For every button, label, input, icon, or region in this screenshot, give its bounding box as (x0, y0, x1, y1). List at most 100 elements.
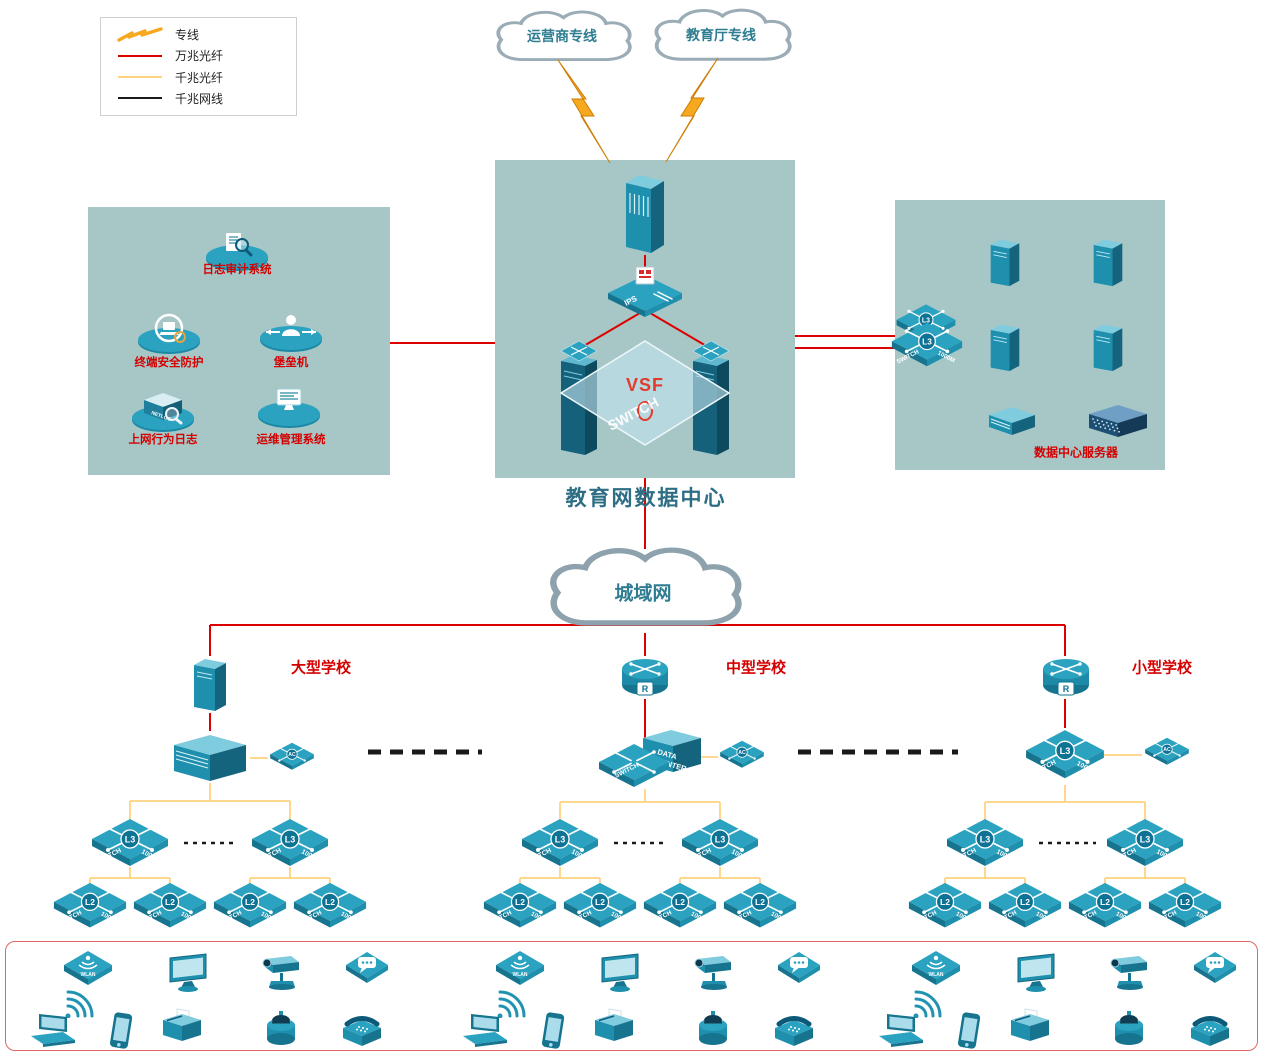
svg-text:L3: L3 (1140, 834, 1151, 844)
svg-text:L3: L3 (922, 336, 932, 346)
wireless-ap: WLAN (62, 948, 114, 986)
printer (589, 1007, 639, 1047)
svg-text:R: R (642, 684, 649, 694)
svg-text:L2: L2 (940, 897, 950, 907)
svg-text:L2: L2 (515, 897, 525, 907)
log-audit-label: 日志审计系统 (202, 264, 272, 276)
10g-fiber-line-icon (105, 54, 175, 57)
svg-text:VSF: VSF (626, 375, 664, 395)
printer (1005, 1007, 1055, 1047)
svg-text:WLAN: WLAN (81, 972, 96, 978)
svg-text:L2: L2 (165, 897, 175, 907)
svg-text:L2: L2 (325, 897, 335, 907)
svg-text:L3: L3 (980, 834, 991, 844)
wireless-ap: WLAN (494, 948, 546, 986)
router: R (1041, 655, 1091, 699)
svg-text:L2: L2 (1100, 897, 1110, 907)
ips-appliance: IPS (606, 265, 684, 317)
desktop-monitor (1013, 951, 1059, 993)
ac-controller: AC (1144, 736, 1190, 769)
svg-text:R: R (1063, 684, 1070, 694)
svg-text:L3: L3 (555, 834, 566, 844)
svg-text:AC: AC (288, 752, 296, 758)
svg-text:L2: L2 (675, 897, 685, 907)
desktop-monitor (597, 951, 643, 993)
server-tower (1091, 321, 1125, 373)
svg-text:L3: L3 (125, 834, 136, 844)
svg-text:AC: AC (1163, 747, 1171, 753)
smartphone (538, 1010, 568, 1052)
terminal-security-label: 终端安全防护 (134, 357, 204, 369)
svg-text:WLAN: WLAN (513, 972, 528, 978)
im-terminal (776, 950, 822, 984)
legend-label: 千兆网线 (175, 91, 224, 106)
cloud-shape (654, 8, 792, 61)
server-tower (988, 321, 1022, 373)
legend: 专线 万兆光纤 千兆光纤 千兆网线 (100, 17, 297, 116)
legend-label: 万兆光纤 (175, 49, 224, 64)
ac-controller: AC (269, 741, 315, 774)
dedicated-line-icon (105, 26, 175, 43)
svg-text:L3: L3 (285, 834, 296, 844)
bastion-host-label: 堡垒机 (273, 357, 309, 369)
smartphone (954, 1010, 984, 1052)
laptop (459, 1012, 509, 1048)
large-school-label: 大型学校 (290, 659, 352, 677)
telephone (769, 1012, 819, 1050)
netlog-icon: NETLOG (130, 388, 196, 434)
metropolitan-network-cloud: 城域网 (536, 541, 750, 639)
svg-text:AC: AC (738, 750, 746, 756)
ptz-camera (1105, 951, 1153, 991)
ptz-camera (257, 951, 305, 991)
legend-row-10g: 万兆光纤 (105, 45, 292, 66)
desktop-monitor (165, 951, 211, 993)
server-tower (191, 655, 229, 713)
man-cloud-label: 城域网 (614, 583, 672, 605)
1g-copper-line-icon (105, 97, 175, 100)
dome-camera (260, 1011, 302, 1047)
svg-text:L2: L2 (1180, 897, 1190, 907)
wifi-signal-icon (62, 984, 102, 1018)
svg-text:L2: L2 (1020, 897, 1030, 907)
wifi-signal-icon (494, 984, 534, 1018)
log-audit-icon (204, 227, 270, 273)
cloud-shape (496, 10, 632, 61)
ops-mgmt-icon (256, 384, 322, 430)
firewall-appliance (622, 169, 668, 257)
printer (157, 1007, 207, 1047)
svg-text:L2: L2 (595, 897, 605, 907)
bastion-host-icon (258, 308, 324, 354)
svg-text:WLAN: WLAN (929, 972, 944, 978)
medium-school-label: 中型学校 (725, 659, 787, 677)
rack-server (985, 403, 1039, 437)
small-school-label: 小型学校 (1131, 659, 1193, 677)
education-line-cloud: 教育厅专线 (644, 4, 798, 70)
server-panel-label: 数据中心服务器 (1033, 445, 1119, 460)
smartphone (106, 1010, 136, 1052)
im-terminal (1192, 950, 1238, 984)
lightning-bolt-icon (557, 59, 611, 164)
ops-mgmt-label: 运维管理系统 (256, 434, 326, 446)
router: R (620, 655, 670, 699)
server-tower (988, 236, 1022, 288)
telephone (1185, 1012, 1235, 1050)
wifi-signal-icon (910, 984, 950, 1018)
education-cloud-label: 教育厅专线 (686, 27, 756, 44)
im-terminal (344, 950, 390, 984)
svg-text:L2: L2 (245, 897, 255, 907)
core-switch-datacenter: DATA CENTER SWITCH (597, 726, 703, 794)
